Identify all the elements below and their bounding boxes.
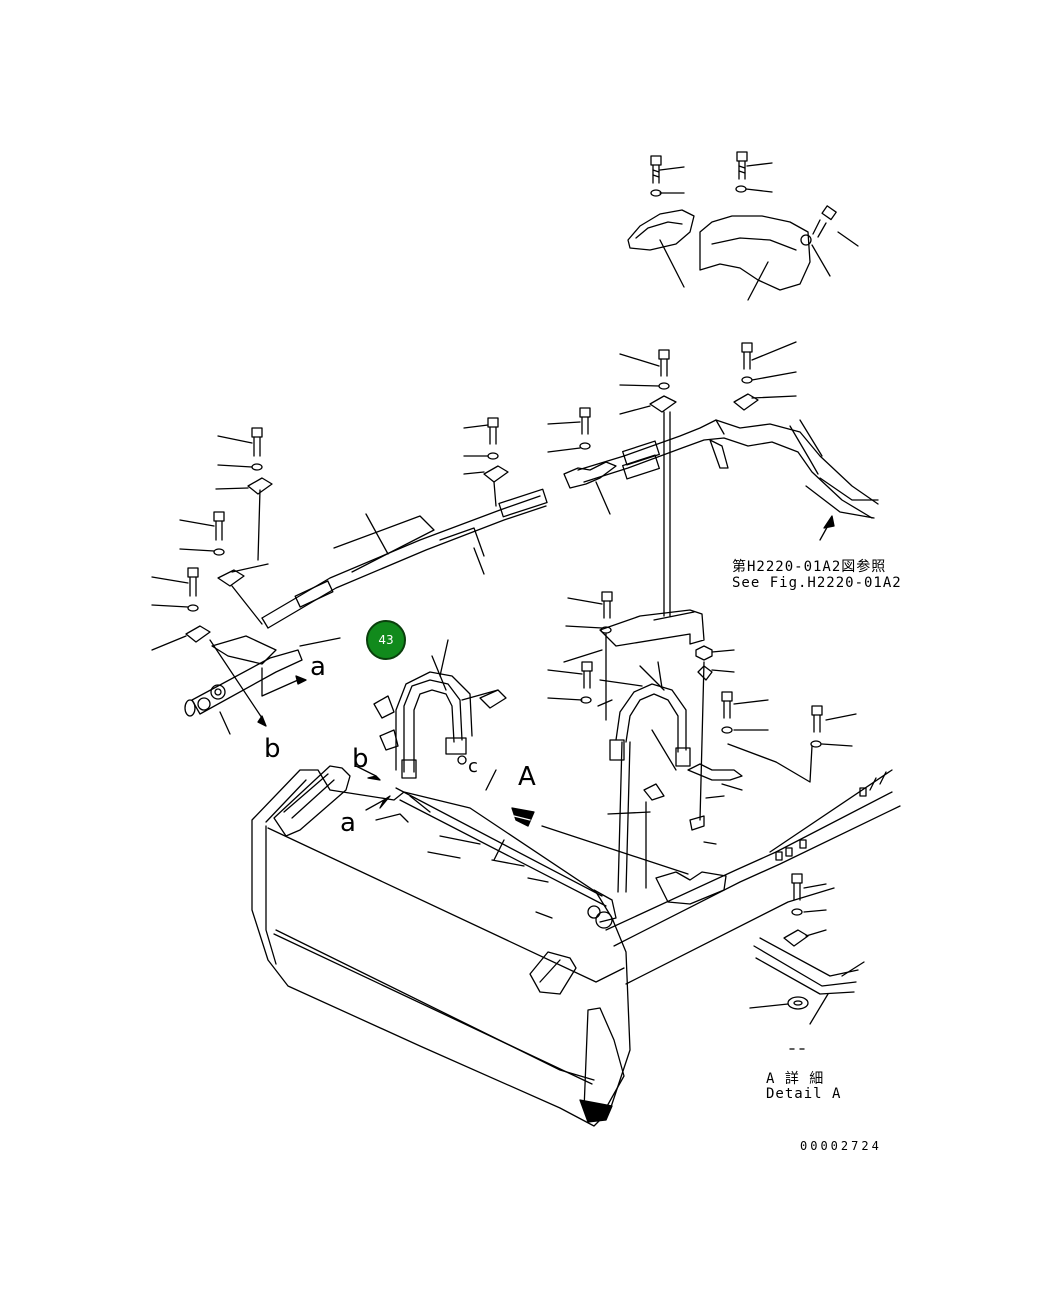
view-letter-b-left: b	[264, 734, 281, 764]
bolt-icon	[721, 691, 733, 719]
left-lever-arm	[184, 635, 341, 735]
see-figure-en: See Fig.H2220-01A2	[732, 575, 902, 591]
bolt-icon	[487, 417, 499, 445]
pipe-leader-lines	[333, 513, 485, 575]
clamp-hardware-left	[151, 427, 273, 651]
bolt-icon	[251, 427, 263, 457]
view-arrows	[355, 515, 835, 919]
bolt-icon	[791, 873, 803, 901]
detail-a-en: Detail A	[766, 1086, 842, 1102]
detail-a-inset	[749, 873, 865, 1050]
view-letter-A: A	[518, 762, 536, 792]
bolt-icon	[579, 407, 591, 435]
bolt-icon	[658, 349, 670, 377]
view-letter-b-center: b	[352, 744, 369, 774]
clamp-hardware-mid	[547, 591, 857, 845]
clamp-hardware-upper	[463, 341, 797, 617]
bolt-icon	[736, 151, 748, 180]
see-figure-jp: 第H2220-01A2図参照	[732, 559, 887, 575]
blade-frame	[251, 765, 901, 1127]
cylinder-hoses-center	[373, 639, 507, 779]
bolt-icon	[187, 567, 199, 597]
view-letter-a-upper: a	[310, 652, 326, 682]
bolt-icon	[811, 705, 823, 733]
cylinder-hoses-right	[541, 609, 743, 905]
view-letter-a-center: a	[340, 808, 356, 838]
cover-plates-group	[627, 151, 859, 301]
detail-a-jp: A 詳 細	[766, 1071, 825, 1087]
drawing-number: 00002724	[800, 1139, 882, 1153]
bolt-icon	[741, 342, 753, 370]
bolt-icon	[601, 591, 613, 619]
bolt-icon	[812, 205, 837, 238]
hydraulic-pipe-assembly	[261, 419, 879, 629]
callout-badge-43[interactable]: 43	[366, 620, 406, 660]
nut-icon	[695, 645, 713, 661]
view-letter-c: c	[468, 756, 478, 777]
bolt-icon	[213, 511, 225, 541]
bolt-icon	[581, 661, 593, 689]
bolt-icon	[650, 155, 662, 184]
